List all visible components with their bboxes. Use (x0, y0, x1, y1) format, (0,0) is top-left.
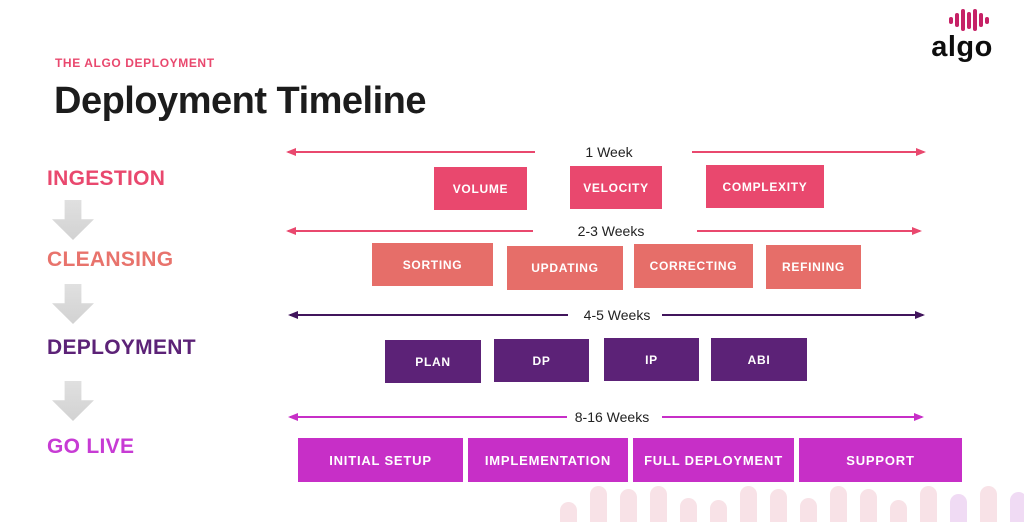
logo-text: algo (931, 31, 993, 63)
down-arrow-icon (52, 200, 94, 240)
duration-label: 1 Week (585, 144, 633, 160)
arrowhead-right-icon (912, 227, 922, 235)
arrowhead-left-icon (286, 227, 296, 235)
task-box: UPDATING (507, 246, 623, 290)
task-box: IMPLEMENTATION (468, 438, 628, 482)
task-box: REFINING (766, 245, 861, 289)
stage-label-go-live: GO LIVE (47, 435, 135, 458)
arrowhead-left-icon (288, 311, 298, 319)
stage-label-ingestion: INGESTION (47, 167, 166, 190)
stage-label-cleansing: CLEANSING (47, 248, 174, 271)
duration-arrow-left (286, 148, 535, 156)
duration-label: 8-16 Weeks (574, 409, 650, 425)
arrowhead-right-icon (914, 413, 924, 421)
task-box: FULL DEPLOYMENT (633, 438, 794, 482)
duration-arrow-left (286, 227, 533, 235)
slide-kicker: THE ALGO DEPLOYMENT (55, 56, 215, 70)
down-arrow-icon (52, 284, 94, 324)
duration-arrow-right (662, 311, 925, 319)
task-box: ABI (711, 338, 807, 381)
duration-arrow-left (288, 413, 567, 421)
duration-arrow-right (697, 227, 922, 235)
task-box: DP (494, 339, 589, 382)
task-box: INITIAL SETUP (298, 438, 463, 482)
task-box: SUPPORT (799, 438, 962, 482)
duration-label: 4-5 Weeks (583, 307, 651, 323)
arrowhead-right-icon (915, 311, 925, 319)
task-box: CORRECTING (634, 244, 753, 288)
arrowhead-left-icon (286, 148, 296, 156)
task-box: VELOCITY (570, 166, 662, 209)
algo-logo: algo (918, 8, 1006, 62)
duration-arrow-left (288, 311, 568, 319)
down-arrow-icon (52, 381, 94, 421)
arrowhead-right-icon (916, 148, 926, 156)
page-title: Deployment Timeline (54, 80, 427, 122)
task-box: SORTING (372, 243, 493, 286)
stage-label-deployment: DEPLOYMENT (47, 336, 196, 359)
audio-bars-icon (949, 8, 989, 32)
task-box: COMPLEXITY (706, 165, 824, 208)
duration-arrow-right (662, 413, 924, 421)
task-box: VOLUME (434, 167, 527, 210)
duration-arrow-right (692, 148, 926, 156)
duration-label: 2-3 Weeks (577, 223, 645, 239)
task-box: IP (604, 338, 699, 381)
footer-bars-decoration (560, 482, 1024, 522)
arrowhead-left-icon (288, 413, 298, 421)
task-box: PLAN (385, 340, 481, 383)
